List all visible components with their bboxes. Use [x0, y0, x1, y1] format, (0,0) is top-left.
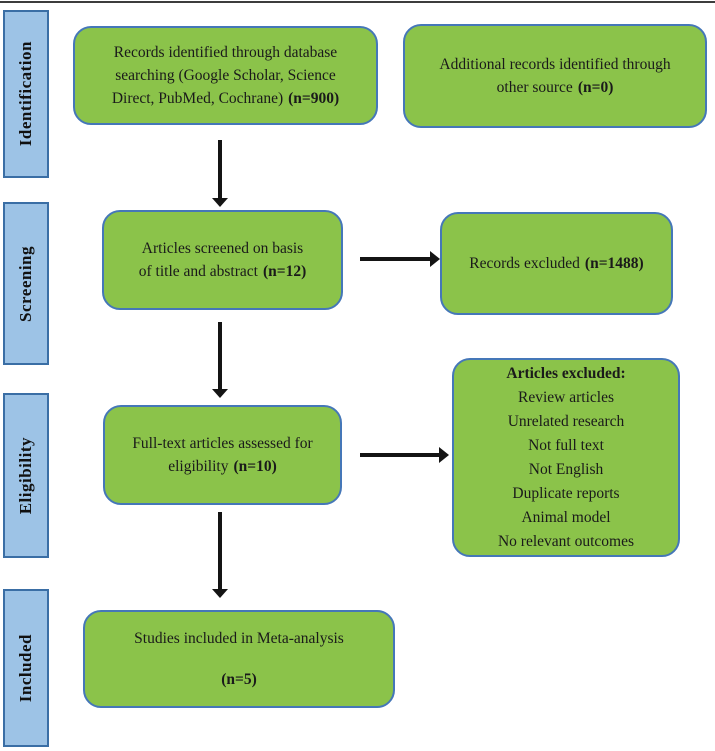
- articles-screened-text: Articles screened on basis of title and …: [138, 240, 304, 280]
- articles-excluded-item: Not English: [528, 460, 604, 478]
- articles-excluded-heading: Articles excluded:: [506, 364, 626, 382]
- stage-identification: Identification: [3, 10, 49, 178]
- studies-included-text: Studies included in Meta-analysis: [134, 630, 344, 647]
- arrow-identification-to-screening: [212, 140, 228, 207]
- arrow-head-right-icon: [439, 447, 449, 463]
- stage-screening-label: Screening: [16, 245, 35, 322]
- full-text-assessed-text: Full-text articles assessed for eligibil…: [132, 435, 313, 475]
- stage-included: Included: [3, 589, 49, 747]
- additional-records-count: (n=0): [577, 79, 614, 96]
- stage-screening: Screening: [3, 202, 49, 365]
- box-articles-screened: Articles screened on basis of title and …: [102, 210, 343, 310]
- articles-excluded-item: Review articles: [518, 388, 614, 406]
- box-articles-screened-text: Articles screened on basis of title and …: [139, 237, 307, 283]
- box-records-identified-text: Records identified through database sear…: [112, 41, 339, 110]
- box-additional-records: Additional records identified through ot…: [403, 24, 707, 128]
- stage-eligibility: Eligibility: [3, 393, 49, 558]
- stage-eligibility-label: Eligibility: [16, 436, 35, 515]
- arrow-shaft: [360, 452, 439, 458]
- arrow-eligibility-to-excluded: [360, 447, 449, 463]
- studies-included-count: (n=5): [221, 671, 257, 688]
- arrow-eligibility-to-included: [212, 512, 228, 598]
- box-studies-included: Studies included in Meta-analysis (n=5): [83, 610, 395, 708]
- records-identified-text: Records identified through database sear…: [111, 44, 338, 107]
- records-identified-count: (n=900): [288, 90, 340, 107]
- box-records-identified: Records identified through database sear…: [73, 26, 378, 125]
- arrow-head-down-icon: [212, 198, 228, 207]
- box-additional-records-text: Additional records identified through ot…: [439, 53, 670, 99]
- arrow-shaft: [218, 322, 222, 389]
- stage-included-label: Included: [16, 633, 35, 703]
- articles-excluded-item: Not full text: [528, 436, 604, 454]
- articles-excluded-item: Animal model: [521, 508, 611, 526]
- box-full-text-assessed-text: Full-text articles assessed for eligibil…: [132, 432, 312, 478]
- articles-screened-count: (n=12): [262, 263, 307, 280]
- box-records-excluded: Records excluded(n=1488): [440, 212, 673, 315]
- box-articles-excluded: Articles excluded: Review articles Unrel…: [452, 358, 680, 557]
- articles-excluded-item: No relevant outcomes: [497, 532, 634, 550]
- arrow-screening-to-eligibility: [212, 322, 228, 398]
- records-excluded-count: (n=1488): [584, 255, 644, 272]
- articles-excluded-item: Unrelated research: [507, 412, 625, 430]
- records-excluded-text: Records excluded: [469, 255, 580, 272]
- arrow-shaft: [360, 256, 430, 262]
- arrow-screening-to-excluded: [360, 251, 440, 267]
- full-text-assessed-count: (n=10): [233, 458, 277, 475]
- box-full-text-assessed: Full-text articles assessed for eligibil…: [103, 405, 342, 505]
- articles-excluded-item: Duplicate reports: [512, 484, 620, 502]
- arrow-shaft: [218, 140, 222, 198]
- arrow-head-down-icon: [212, 589, 228, 598]
- arrow-shaft: [218, 512, 222, 589]
- arrow-head-right-icon: [430, 251, 440, 267]
- box-records-excluded-text: Records excluded(n=1488): [469, 252, 643, 275]
- additional-records-text: Additional records identified through ot…: [439, 56, 671, 96]
- figure-top-rule: [0, 1, 715, 3]
- arrow-head-down-icon: [212, 389, 228, 398]
- stage-identification-label: Identification: [16, 41, 35, 147]
